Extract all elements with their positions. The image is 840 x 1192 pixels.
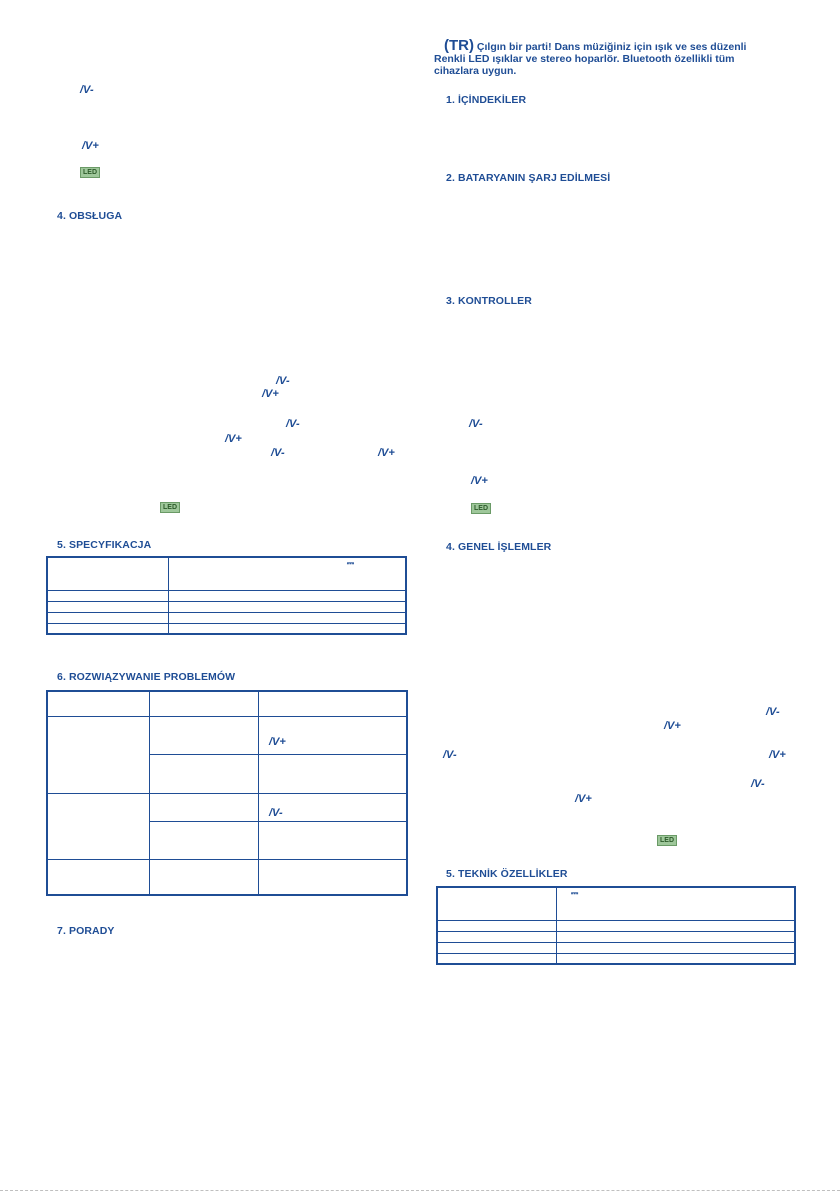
table-cell: [556, 930, 796, 943]
vol-plus-symbol: /V+: [269, 735, 286, 748]
table-cell: [258, 858, 408, 896]
table-cell: [258, 690, 408, 717]
table-cell: [258, 820, 408, 860]
table-cell: [258, 753, 408, 794]
led-button-icon: LED: [471, 503, 491, 514]
table-cell: [149, 753, 259, 794]
vol-plus-symbol: /V+: [262, 388, 279, 400]
table-row: [436, 952, 796, 965]
table-row: [436, 941, 796, 954]
table-cell: [556, 941, 796, 954]
intro-line: Renkli LED ışıklar ve stereo hoparlör. B…: [434, 53, 735, 65]
table-row: [46, 622, 407, 635]
table-row: [46, 611, 407, 624]
table-cell: ⎓: [556, 886, 796, 921]
table-cell: [149, 820, 259, 860]
troubleshooting-table: /V+ /V-: [46, 690, 408, 896]
led-button-icon: LED: [80, 167, 100, 178]
vol-minus-symbol: /V-: [751, 778, 765, 790]
table-row: [436, 919, 796, 932]
section-heading-contents: 1. İÇİNDEKİLER: [446, 94, 527, 106]
vol-plus-symbol: /V+: [664, 720, 681, 732]
table-cell: [436, 941, 557, 954]
table-cell: [46, 792, 150, 860]
vol-plus-symbol: /V+: [378, 447, 395, 459]
vol-minus-symbol: /V-: [469, 418, 483, 430]
table-row: [46, 589, 407, 602]
table-row: ⎓: [436, 886, 796, 921]
page-edge-divider: [0, 1190, 840, 1191]
table-cell: [46, 611, 169, 624]
section-heading-controls: 3. KONTROLLER: [446, 295, 532, 307]
table-row: [46, 690, 408, 717]
vol-minus-symbol: /V-: [269, 806, 283, 819]
section-heading-specification: 5. SPECYFIKACJA: [57, 539, 152, 551]
vol-minus-symbol: /V-: [276, 375, 290, 387]
table-cell: [436, 930, 557, 943]
table-row: [46, 858, 408, 896]
table-cell: [556, 952, 796, 965]
table-row: /V-: [46, 792, 408, 860]
table-cell: [556, 919, 796, 932]
table-row: [46, 600, 407, 613]
vol-minus-symbol: /V-: [271, 447, 285, 459]
table-cell: [436, 952, 557, 965]
table-cell: [149, 858, 259, 896]
vol-plus-symbol: /V+: [225, 433, 242, 445]
table-cell: [46, 690, 150, 717]
language-code: (TR): [444, 37, 474, 54]
table-cell: [149, 690, 259, 717]
table-cell: /V+: [258, 715, 408, 755]
specification-table: ⎓: [46, 556, 407, 635]
table-row: [436, 930, 796, 943]
led-button-icon: LED: [160, 502, 180, 513]
table-cell: /V-: [258, 792, 408, 822]
section-heading-operation: 4. OBSŁUGA: [57, 210, 123, 222]
table-cell: [46, 556, 169, 591]
table-cell: [46, 715, 150, 794]
table-row: ⎓: [46, 556, 407, 591]
vol-minus-symbol: /V-: [443, 749, 457, 761]
intro-line: cihazlara uygun.: [434, 65, 517, 77]
dc-symbol-icon: ⎓: [571, 888, 578, 898]
table-cell: [168, 622, 407, 635]
table-row: /V+: [46, 715, 408, 794]
table-cell: [149, 792, 259, 822]
table-cell: [168, 600, 407, 613]
table-cell: [46, 622, 169, 635]
table-cell: [168, 611, 407, 624]
section-heading-general: 4. GENEL İŞLEMLER: [446, 541, 552, 553]
table-cell: [46, 858, 150, 896]
vol-minus-symbol: /V-: [286, 418, 300, 430]
technical-specs-table: ⎓: [436, 886, 796, 965]
vol-minus-symbol: /V-: [766, 706, 780, 718]
section-heading-technical: 5. TEKNİK ÖZELLİKLER: [446, 868, 568, 880]
table-cell: ⎓: [168, 556, 407, 591]
vol-plus-symbol: /V+: [769, 749, 786, 761]
vol-minus-symbol: /V-: [80, 84, 94, 96]
table-cell: [436, 919, 557, 932]
intro-line: (TR) Çılgın bir parti! Dans müziğiniz iç…: [444, 37, 814, 54]
section-heading-charging: 2. BATARYANIN ŞARJ EDİLMESİ: [446, 172, 611, 184]
table-cell: [46, 589, 169, 602]
vol-plus-symbol: /V+: [575, 793, 592, 805]
section-heading-troubleshooting: 6. ROZWIĄZYWANIE PROBLEMÓW: [57, 671, 236, 683]
led-button-icon: LED: [657, 835, 677, 846]
table-cell: [436, 886, 557, 921]
section-heading-tips: 7. PORADY: [57, 925, 115, 937]
vol-plus-symbol: /V+: [82, 140, 99, 152]
dc-symbol-icon: ⎓: [346, 558, 354, 568]
vol-plus-symbol: /V+: [471, 475, 488, 487]
table-cell: [168, 589, 407, 602]
intro-block: (TR) Çılgın bir parti! Dans müziğiniz iç…: [434, 37, 814, 77]
intro-text: Çılgın bir parti! Dans müziğiniz için ış…: [476, 41, 747, 53]
table-cell: [149, 715, 259, 755]
table-cell: [46, 600, 169, 613]
